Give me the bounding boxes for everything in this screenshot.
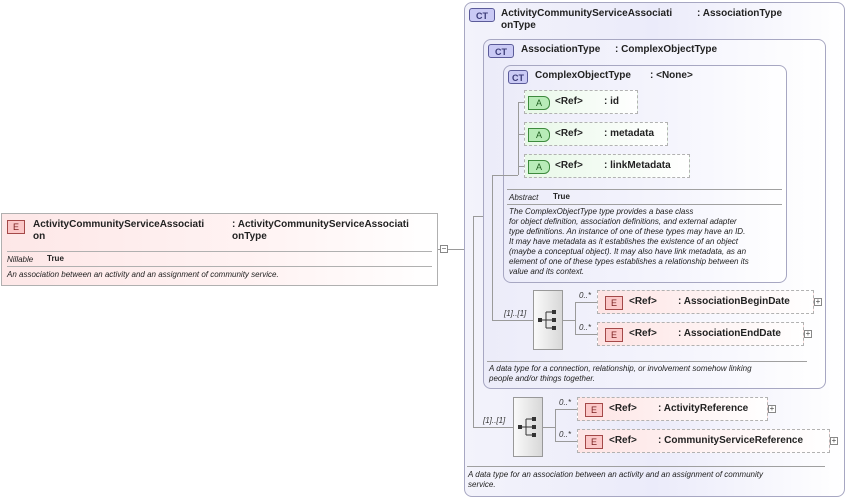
connector-line: [555, 441, 577, 442]
connector-line: [543, 427, 555, 428]
complex-object-type-description: The ComplexObjectType type provides a ba…: [509, 207, 749, 276]
abstract-value: True: [553, 192, 570, 201]
element-badge: E: [585, 403, 603, 417]
attribute-badge: A: [528, 96, 550, 110]
attribute-ref: <Ref>: [555, 96, 583, 107]
root-element-box[interactable]: E ActivityCommunityServiceAssociati on :…: [1, 213, 438, 286]
expand-toggle[interactable]: +: [830, 436, 838, 445]
element-ref: <Ref>: [629, 296, 657, 307]
element-badge: E: [605, 328, 623, 342]
connector-line: [518, 102, 526, 103]
element-ref: <Ref>: [629, 328, 657, 339]
connector-line: [492, 175, 518, 176]
complex-object-type-base: : <None>: [650, 70, 693, 81]
sequence-compositor[interactable]: [513, 397, 543, 457]
element-ref: <Ref>: [609, 403, 637, 414]
divider: [507, 204, 782, 205]
complex-type-badge: CT: [508, 70, 528, 84]
attribute-linkmetadata[interactable]: A <Ref> : linkMetadata: [524, 154, 690, 178]
sequence-icon: [518, 417, 536, 437]
divider: [487, 361, 807, 362]
connector-line: [575, 302, 576, 334]
attribute-badge: A: [528, 160, 550, 174]
connector-line: [555, 409, 577, 410]
element-association-end-date[interactable]: E <Ref> : AssociationEndDate: [597, 322, 804, 346]
element-multiplicity: 0..*: [579, 291, 592, 300]
attribute-ref: <Ref>: [555, 160, 583, 171]
outer-type-description: A data type for an association between a…: [468, 470, 763, 489]
connector-line: [575, 302, 597, 303]
expand-toggle[interactable]: +: [814, 297, 822, 306]
connector-line: [518, 134, 526, 135]
connector-line: [473, 427, 513, 428]
element-association-begin-date[interactable]: E <Ref> : AssociationBeginDate: [597, 290, 814, 314]
element-name: : AssociationBeginDate: [678, 296, 790, 307]
root-element-type: : ActivityCommunityServiceAssociati onTy…: [232, 219, 409, 242]
connector-line: [563, 320, 575, 321]
root-element-description: An association between an activity and a…: [7, 270, 279, 279]
element-multiplicity: 0..*: [559, 398, 572, 407]
outer-type-base: : AssociationType: [697, 8, 783, 19]
attribute-metadata[interactable]: A <Ref> : metadata: [524, 122, 668, 146]
divider: [507, 189, 782, 190]
element-activity-reference[interactable]: E <Ref> : ActivityReference: [577, 397, 768, 421]
attribute-name: : linkMetadata: [604, 160, 671, 171]
attribute-id[interactable]: A <Ref> : id: [524, 90, 638, 114]
connector-line: [492, 320, 533, 321]
complex-object-type-name: ComplexObjectType: [535, 70, 631, 81]
outer-type-name-cont: onType: [501, 20, 536, 31]
element-community-service-reference[interactable]: E <Ref> : CommunityServiceReference: [577, 429, 830, 453]
connector-line: [575, 334, 597, 335]
nillable-value: True: [47, 254, 64, 263]
sequence-compositor[interactable]: [533, 290, 563, 350]
connector-line: [438, 249, 464, 250]
outer-type-name: ActivityCommunityServiceAssociati: [501, 8, 673, 19]
sequence-multiplicity: [1]..[1]: [504, 309, 527, 318]
element-name: : CommunityServiceReference: [658, 435, 804, 446]
connector-line: [518, 102, 519, 170]
connector-line: [555, 409, 556, 441]
element-multiplicity: 0..*: [579, 323, 592, 332]
connector-line: [473, 216, 474, 427]
element-badge: E: [605, 296, 623, 310]
complex-type-badge: CT: [469, 8, 495, 22]
divider: [7, 266, 432, 267]
association-type-description: A data type for a connection, relationsh…: [489, 364, 752, 383]
complex-type-badge: CT: [488, 44, 514, 58]
element-ref: <Ref>: [609, 435, 637, 446]
divider: [7, 251, 432, 252]
connector-line: [518, 166, 519, 175]
sequence-icon: [538, 310, 556, 330]
element-name: : ActivityReference: [658, 403, 749, 414]
connector-line: [492, 175, 493, 320]
expand-toggle[interactable]: +: [804, 329, 812, 338]
element-multiplicity: 0..*: [559, 430, 572, 439]
association-type-base: : ComplexObjectType: [615, 44, 718, 55]
association-type-name: AssociationType: [521, 44, 601, 55]
attribute-badge: A: [528, 128, 550, 142]
attribute-ref: <Ref>: [555, 128, 583, 139]
root-element-name: ActivityCommunityServiceAssociati on: [33, 219, 205, 242]
connector-line: [518, 166, 526, 167]
expand-toggle[interactable]: +: [768, 404, 776, 413]
element-name: : AssociationEndDate: [678, 328, 781, 339]
connector-line: [473, 216, 483, 217]
element-badge: E: [7, 220, 25, 234]
divider: [467, 466, 825, 467]
attribute-name: : id: [604, 96, 619, 107]
nillable-label: Nillable: [7, 255, 34, 264]
element-badge: E: [585, 435, 603, 449]
abstract-label: Abstract: [509, 193, 539, 202]
collapse-toggle[interactable]: −: [440, 244, 448, 253]
sequence-multiplicity: [1]..[1]: [483, 416, 506, 425]
attribute-name: : metadata: [604, 128, 655, 139]
